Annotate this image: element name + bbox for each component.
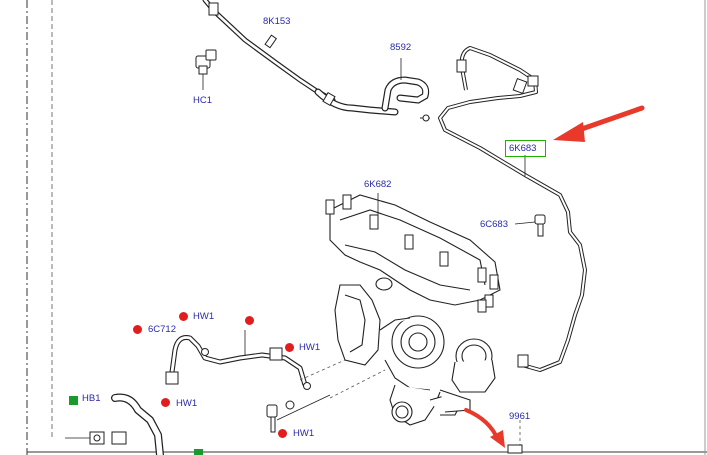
fitting-9961 — [507, 444, 523, 454]
label-hb1: HB1 — [82, 393, 101, 404]
manifold-studs — [325, 193, 499, 313]
pipe-6k683 — [438, 46, 587, 372]
hose-hb1 — [65, 393, 164, 455]
curved-arrow-icon — [464, 408, 505, 448]
connector-hc1 — [195, 49, 217, 90]
arrow-icon — [553, 105, 645, 142]
bolt-6c683 — [514, 214, 546, 237]
red-marker-hw1-bottom — [278, 429, 287, 438]
red-marker-tube — [245, 316, 254, 325]
label-hw1-mid: HW1 — [299, 342, 321, 353]
callout-highlight-box — [505, 140, 546, 157]
red-marker-hw1-top — [179, 312, 188, 321]
green-marker-bottom — [194, 449, 203, 455]
red-marker-hw1-mid — [285, 343, 294, 352]
red-marker-6c712 — [133, 325, 142, 334]
label-hw1-left: HW1 — [176, 398, 198, 409]
label-hw1-bottom: HW1 — [293, 428, 315, 439]
pipe-8592 — [381, 58, 430, 122]
label-6c712: 6C712 — [148, 324, 176, 335]
label-hc1: HC1 — [193, 95, 213, 106]
tube-6c712 — [165, 330, 311, 390]
label-6k683: 6K683 — [509, 143, 537, 154]
label-hw1-top: HW1 — [193, 311, 215, 322]
bolt-hw1 — [266, 394, 331, 433]
green-marker-hb1 — [69, 396, 78, 405]
label-6k682: 6K682 — [364, 179, 392, 190]
hose-8k153 — [202, 0, 399, 116]
red-marker-hw1-left — [161, 398, 170, 407]
label-8592: 8592 — [390, 42, 412, 53]
turbo-manifold-assembly — [329, 194, 501, 426]
label-6c683: 6C683 — [480, 219, 508, 230]
label-9961: 9961 — [509, 411, 531, 422]
label-8k153: 8K153 — [263, 16, 291, 27]
